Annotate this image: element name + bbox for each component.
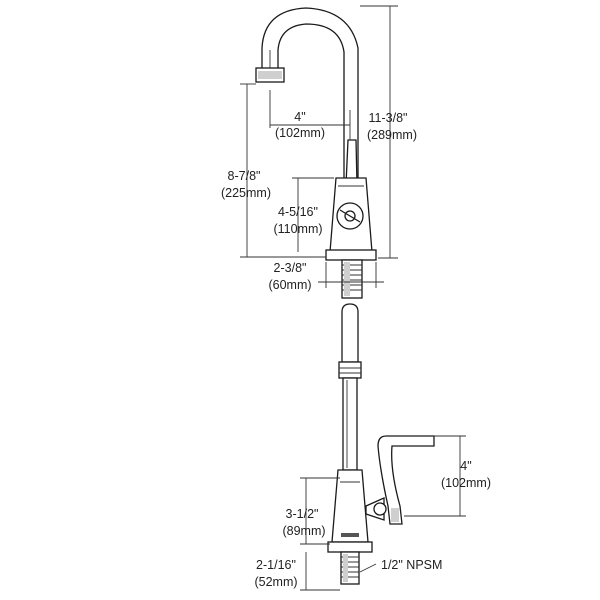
shank-length-mm: (52mm) [254,575,297,589]
top-dimension-lines [240,5,398,288]
bottom-dimension-lines [300,435,466,591]
spout-reach-inch: 4" [294,110,305,124]
valve-flange [327,541,373,553]
overall-height-inch: 11-3/8" [369,111,408,125]
shank-length-inch: 2-1/16" [256,558,296,572]
brand-mark [341,533,359,537]
spout-height-mm: (225mm) [221,186,271,200]
gooseneck-faucet-view [255,7,377,299]
body-height-mm: (110mm) [273,222,322,236]
blade [377,435,435,525]
connection-label: 1/2" NPSM [381,558,442,572]
base-flange [325,249,377,261]
riser-tube [342,377,358,471]
handle-length-mm: (102mm) [441,476,491,490]
valve-body-height-inch: 3-1/2" [286,507,319,521]
spout-reach-mm: (102mm) [275,126,325,140]
base-diameter-mm: (60mm) [268,278,311,292]
riser-coupling [338,361,362,379]
valve-body-height-mm: (89mm) [282,524,325,538]
spout-height-inch: 8-7/8" [228,169,261,183]
base-diameter-inch: 2-3/8" [274,261,307,275]
dimension-labels: 4" (102mm) 11-3/8" (289mm) 8-7/8" (225mm… [221,110,491,589]
overall-height-mm: (289mm) [367,128,417,142]
riser-top [341,303,359,363]
body-height-inch: 4-5/16" [278,205,318,219]
handle-length-inch: 4" [460,459,471,473]
riser-valve-view [327,303,435,585]
valve-body [331,469,369,543]
gooseneck-spout [261,7,359,183]
